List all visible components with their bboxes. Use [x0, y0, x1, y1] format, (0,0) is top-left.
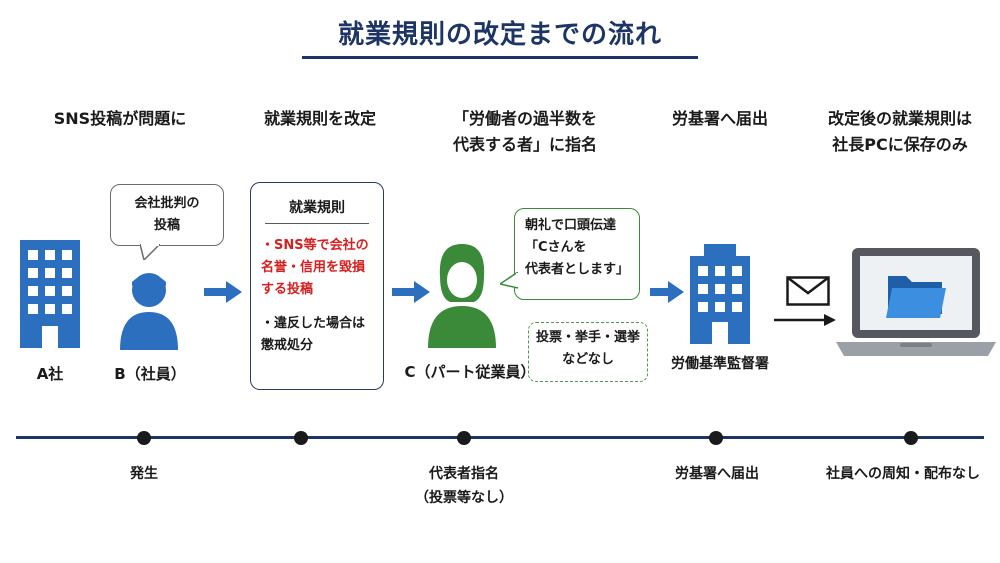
stage-label-sns: SNS投稿が問題に [53, 109, 187, 128]
timeline-dot [457, 431, 471, 445]
stage-label-representative: 「労働者の過半数を 代表する者」に指名 [452, 109, 597, 154]
timeline-line [16, 436, 984, 439]
company-building-icon [20, 240, 80, 348]
flow-arrow-icon [650, 281, 684, 303]
employee-b-person-icon [120, 273, 178, 350]
stage-label-storage: 改定後の就業規則は 社長PCに保存のみ [827, 109, 972, 154]
folder-icon [886, 276, 946, 318]
rules-doc-divider [265, 223, 369, 224]
rules-doc-title: 就業規則 [289, 200, 345, 216]
send-arrow-icon [774, 314, 836, 326]
labor-office-building-icon [690, 244, 750, 344]
part-timer-c-label: C（パート従業員） [404, 363, 536, 381]
criticism-post-bubble: 会社批判の 投稿 [110, 184, 224, 246]
labor-office-label: 労働基準監督署 [671, 356, 769, 372]
employee-b-label: B（社員） [114, 365, 186, 383]
timeline-dot [709, 431, 723, 445]
bubble-tail-icon [140, 244, 160, 260]
timeline-caption-filing: 労基署へ届出 [675, 466, 759, 482]
title-underline [302, 56, 698, 59]
timeline-caption-no-distribution: 社員への周知・配布なし [826, 466, 980, 482]
rules-doc-item-sns: ・SNS等で会社の 名誉・信用を毀損 する投稿 [261, 238, 369, 297]
timeline-caption-representative: 代表者指名 （投票等なし） [415, 466, 513, 506]
morning-meeting-bubble: 朝礼で口頭伝達 「Cさんを 代表者とします」 [514, 208, 640, 300]
president-laptop-icon [836, 248, 996, 356]
bubble-tail-icon [500, 272, 518, 289]
work-rules-document: 就業規則 ・SNS等で会社の 名誉・信用を毀損 する投稿 ・違反した場合は 懲戒… [250, 182, 384, 390]
rules-doc-item-discipline: ・違反した場合は 懲戒処分 [261, 316, 366, 353]
timeline-dot [294, 431, 308, 445]
timeline-caption-occurrence: 発生 [130, 466, 158, 482]
stage-label-revise: 就業規則を改定 [263, 109, 376, 128]
envelope-icon [786, 276, 830, 306]
company-a-label: A社 [36, 365, 64, 383]
timeline-dot [904, 431, 918, 445]
timeline-dot [137, 431, 151, 445]
page-title: 就業規則の改定までの流れ [337, 20, 662, 50]
flow-arrow-icon [204, 281, 242, 303]
part-timer-c-person-icon [428, 244, 496, 348]
no-vote-note: 投票・挙手・選挙 などなし [528, 322, 648, 382]
stage-label-filing: 労基署へ届出 [671, 109, 768, 128]
flow-arrow-icon [392, 281, 430, 303]
